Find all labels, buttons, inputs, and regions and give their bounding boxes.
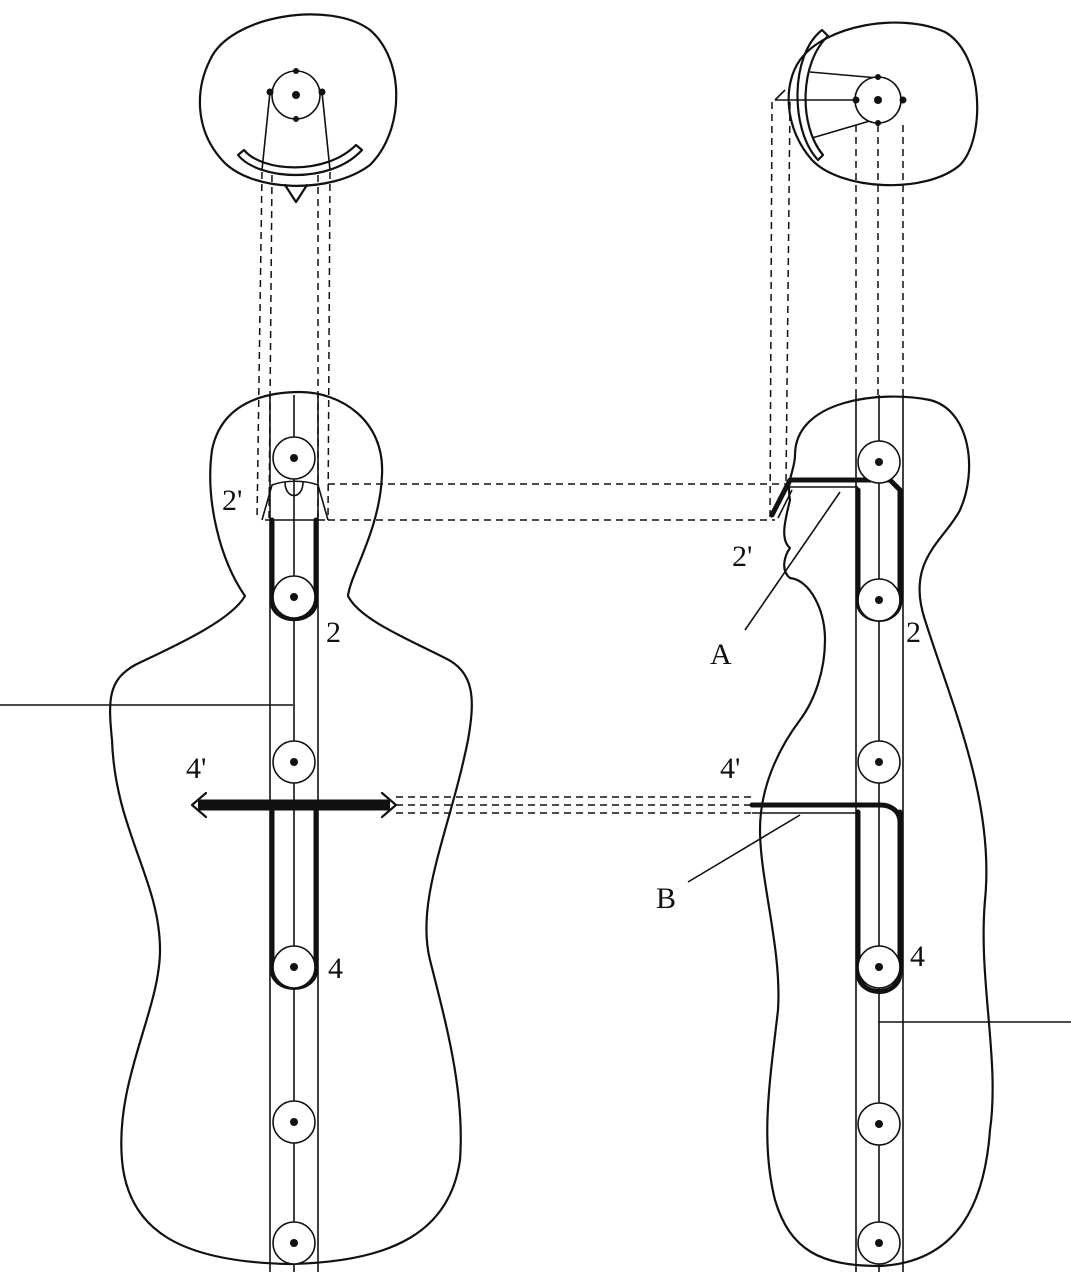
label-side-waist-frame-prime: 4' bbox=[720, 752, 740, 785]
side-pointer-b bbox=[687, 814, 801, 883]
side-waist-frame bbox=[855, 809, 903, 994]
label-front-neck-frame: 2 bbox=[326, 616, 341, 649]
side-chin-support bbox=[769, 477, 903, 518]
side-chin-support-inner bbox=[777, 486, 858, 519]
front-top-collar-tip bbox=[283, 183, 309, 204]
side-top-head-outline bbox=[787, 21, 979, 187]
side-top-head bbox=[774, 21, 979, 187]
side-body-outline bbox=[758, 395, 994, 1268]
front-top-neck-strap bbox=[261, 91, 331, 171]
front-top-head bbox=[198, 13, 398, 204]
label-side-point-a: A bbox=[710, 638, 732, 671]
label-side-neck-frame-prime: 2' bbox=[732, 540, 752, 573]
front-vertebrae bbox=[272, 436, 316, 1265]
side-view: 2' 2 A 4' B 4 bbox=[656, 21, 1071, 1272]
side-waist-bar bbox=[749, 802, 903, 825]
label-side-point-b: B bbox=[656, 882, 676, 915]
side-top-straps bbox=[774, 71, 903, 139]
front-view: 2' 2 4' 4 bbox=[0, 13, 473, 1272]
label-side-waist-frame: 4 bbox=[910, 940, 925, 973]
front-body-outline bbox=[109, 390, 473, 1266]
label-front-waist-frame-prime: 4' bbox=[186, 752, 206, 785]
side-top-face-shield bbox=[796, 28, 830, 162]
front-bar-end-left bbox=[190, 791, 208, 819]
side-vertebrae bbox=[857, 440, 901, 1265]
cross-view-projection-lines bbox=[328, 483, 785, 814]
side-projection-lines bbox=[769, 101, 904, 521]
label-side-neck-frame: 2 bbox=[906, 616, 921, 649]
front-top-collar bbox=[236, 143, 364, 176]
side-pointer-a bbox=[744, 491, 841, 631]
front-neck-fitting bbox=[261, 480, 329, 521]
front-top-head-outline bbox=[198, 13, 398, 187]
label-front-waist-frame: 4 bbox=[328, 952, 343, 985]
label-front-neck-frame-prime: 2' bbox=[222, 484, 242, 517]
front-projection-lines bbox=[256, 171, 331, 521]
